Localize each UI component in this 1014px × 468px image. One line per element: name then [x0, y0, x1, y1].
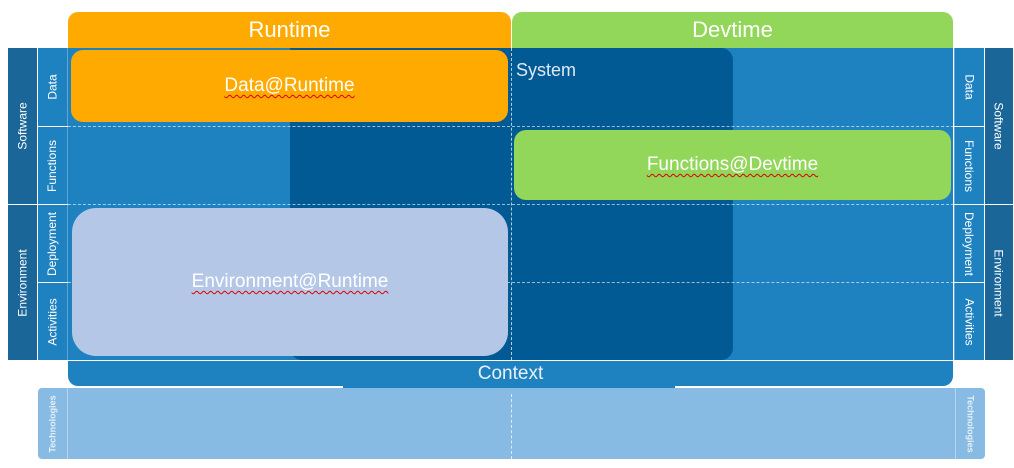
system-label: System — [516, 60, 577, 80]
row-deployment-right: Deployment — [954, 205, 984, 282]
runtime-label: Runtime — [248, 17, 331, 42]
row-deployment-left: Deployment — [38, 205, 68, 282]
functions-devtime-box[interactable]: Functions@Devtime — [514, 130, 951, 200]
column-divider — [511, 394, 512, 459]
group-environment-left: Environment — [8, 205, 37, 360]
row-activities-right: Activities — [954, 283, 984, 360]
context-bar: Context — [68, 361, 953, 386]
row-functions-right: Functions — [954, 127, 984, 204]
environment-runtime-box[interactable]: Environment@Runtime — [72, 208, 508, 356]
row-activities-left: Activities — [38, 283, 68, 360]
technologies-label-left: Technologies — [38, 388, 68, 459]
row-data-right: Data — [954, 48, 984, 126]
runtime-header: Runtime — [68, 12, 511, 48]
group-software-right: Software — [985, 48, 1013, 204]
devtime-header: Devtime — [512, 12, 953, 48]
column-divider — [511, 48, 512, 360]
devtime-label: Devtime — [692, 17, 773, 42]
data-runtime-box[interactable]: Data@Runtime — [71, 50, 508, 122]
row-functions-left: Functions — [38, 127, 68, 204]
row-data-left: Data — [38, 48, 68, 126]
group-software-left: Software — [8, 48, 37, 204]
technologies-label-right: Technologies — [955, 388, 985, 459]
group-environment-right: Environment — [985, 205, 1013, 360]
